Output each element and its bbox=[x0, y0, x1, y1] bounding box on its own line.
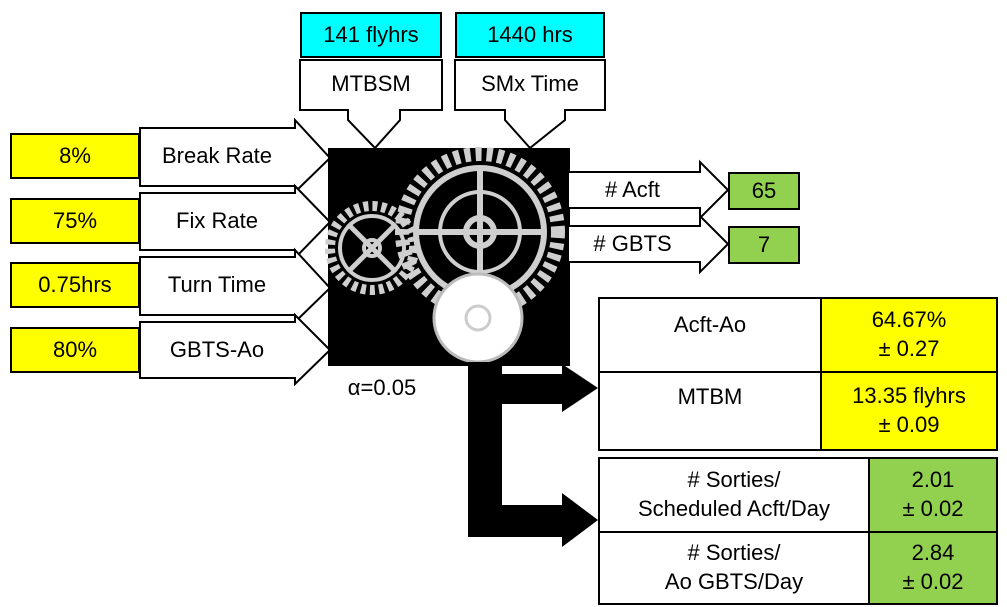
gbts-count-value-text: 7 bbox=[757, 231, 771, 257]
mtbm-value-line1: 13.35 flyhrs bbox=[852, 383, 966, 409]
sorties-ao-gbts-value-line1: 2.84 bbox=[911, 540, 955, 566]
mtbm-value-line2: ± 0.09 bbox=[878, 412, 940, 437]
small-gear-icon bbox=[432, 272, 524, 364]
sorties-scheduled-value: 2.01 ± 0.02 bbox=[868, 457, 998, 533]
gbts-count-value: 7 bbox=[728, 226, 800, 264]
mtbsm-label-text: MTBSM bbox=[331, 71, 411, 96]
alpha-text: α=0.05 bbox=[347, 375, 417, 400]
gbts-ao-label-text: GBTS-Ao bbox=[169, 337, 265, 362]
fix-rate-value: 75% bbox=[10, 198, 140, 244]
turn-time-value-text: 0.75hrs bbox=[38, 271, 112, 297]
gbts-ao-value-text: 80% bbox=[52, 336, 98, 362]
mtbsm-value: 141 flyhrs bbox=[300, 12, 442, 58]
mtbm-label-text: MTBM bbox=[677, 384, 743, 409]
turn-time-label-text: Turn Time bbox=[167, 272, 267, 297]
gbts-arrow bbox=[567, 213, 730, 275]
acft-arrow bbox=[567, 159, 730, 221]
sorties-ao-gbts-value-line2: ± 0.02 bbox=[902, 569, 964, 594]
mtbm-label: MTBM bbox=[598, 371, 822, 451]
sorties-scheduled-label-line1: # Sorties/ bbox=[687, 467, 781, 493]
acft-ao-value-line2: ± 0.27 bbox=[878, 336, 940, 361]
acft-count-value-text: 65 bbox=[751, 177, 777, 203]
fix-rate-label: Fix Rate bbox=[142, 198, 292, 244]
smx-time-label: SMx Time bbox=[455, 60, 605, 108]
sorties-scheduled-value-line2: ± 0.02 bbox=[902, 496, 964, 521]
gbts-ao-arrow bbox=[139, 312, 332, 387]
output-arrow bbox=[468, 362, 598, 547]
sorties-scheduled-value-line1: 2.01 bbox=[911, 467, 955, 493]
gbts-ao-label: GBTS-Ao bbox=[142, 327, 292, 373]
gbts-count-label: # GBTS bbox=[570, 226, 695, 262]
sorties-ao-gbts-value: 2.84 ± 0.02 bbox=[868, 531, 998, 605]
alpha-label: α=0.05 bbox=[322, 370, 442, 406]
sorties-scheduled-label-line2: Scheduled Acft/Day bbox=[637, 496, 830, 521]
break-rate-value-text: 8% bbox=[59, 142, 91, 168]
mtbm-value: 13.35 flyhrs ± 0.09 bbox=[820, 371, 998, 451]
fix-rate-label-text: Fix Rate bbox=[176, 208, 258, 233]
break-rate-arrow bbox=[139, 117, 332, 195]
turn-time-label: Turn Time bbox=[142, 262, 292, 308]
acft-ao-value-line1: 64.67% bbox=[871, 307, 947, 333]
sorties-ao-gbts-label-line2: Ao GBTS/Day bbox=[664, 569, 804, 594]
mtbsm-value-text: 141 flyhrs bbox=[323, 21, 419, 47]
sorties-ao-gbts-label-line1: # Sorties/ bbox=[687, 540, 781, 566]
mtbsm-arrow bbox=[299, 59, 443, 150]
break-rate-label-text: Break Rate bbox=[161, 143, 273, 168]
gbts-ao-value: 80% bbox=[10, 327, 140, 373]
smx-time-value: 1440 hrs bbox=[455, 12, 605, 58]
fix-rate-value-text: 75% bbox=[52, 207, 98, 233]
turn-time-arrow bbox=[139, 247, 332, 325]
smx-time-arrow bbox=[454, 59, 606, 150]
acft-count-value: 65 bbox=[728, 172, 800, 210]
acft-count-label: # Acft bbox=[570, 172, 695, 208]
acft-ao-label: Acft-Ao bbox=[598, 297, 822, 373]
turn-time-value: 0.75hrs bbox=[10, 262, 140, 308]
gbts-count-label-text: # GBTS bbox=[593, 231, 672, 256]
smx-time-value-text: 1440 hrs bbox=[487, 21, 573, 47]
mtbsm-label: MTBSM bbox=[300, 60, 442, 108]
sorties-scheduled-label: # Sorties/ Scheduled Acft/Day bbox=[598, 457, 870, 533]
smx-time-label-text: SMx Time bbox=[481, 71, 579, 96]
sorties-ao-gbts-label: # Sorties/ Ao GBTS/Day bbox=[598, 531, 870, 605]
fix-rate-arrow bbox=[139, 183, 332, 261]
break-rate-value: 8% bbox=[10, 133, 140, 179]
acft-count-label-text: # Acft bbox=[604, 177, 661, 202]
acft-ao-label-text: Acft-Ao bbox=[673, 312, 747, 337]
acft-ao-value: 64.67% ± 0.27 bbox=[820, 297, 998, 373]
break-rate-label: Break Rate bbox=[142, 133, 292, 179]
